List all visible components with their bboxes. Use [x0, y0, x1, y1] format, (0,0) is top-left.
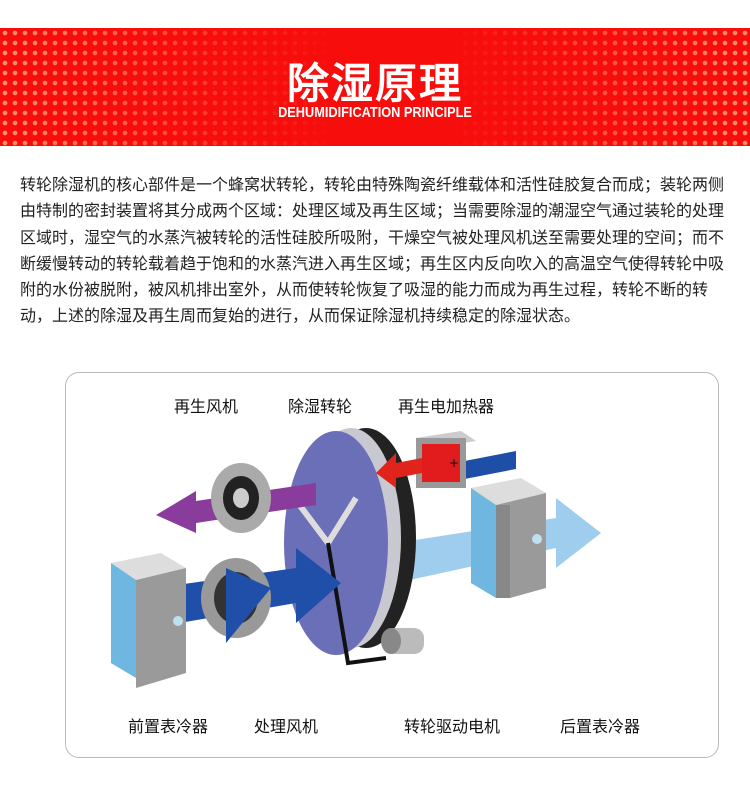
- label-pre-cooler: 前置表冷器: [128, 717, 209, 736]
- svg-text:+: +: [449, 456, 459, 470]
- dehumidifier-diagram: +: [111, 428, 601, 688]
- label-wheel-motor: 转轮驱动电机: [404, 717, 501, 736]
- page-title: 除湿原理: [286, 59, 463, 108]
- pre-cooler-icon: [111, 553, 186, 688]
- banner-dot-pattern: [0, 28, 750, 146]
- diagram-panel: + 再生风机 除湿转轮 再生电加热器: [65, 372, 719, 758]
- regen-heater-icon: +: [376, 431, 516, 488]
- page-subtitle: DEHUMIDIFICATION PRINCIPLE: [278, 104, 472, 121]
- description-text: 转轮除湿机的核心部件是一个蜂窝状转轮，转轮由特殊陶瓷纤维载体和活性硅胶复合而成；…: [20, 175, 725, 326]
- label-regen-fan: 再生风机: [174, 397, 239, 416]
- label-process-fan: 处理风机: [254, 717, 319, 736]
- label-desiccant-wheel: 除湿转轮: [288, 397, 353, 416]
- label-regen-heater: 再生电加热器: [398, 397, 495, 416]
- header-banner: 除湿原理 DEHUMIDIFICATION PRINCIPLE: [0, 28, 750, 146]
- regen-fan-icon: [211, 463, 271, 533]
- process-fan-icon: [201, 558, 271, 643]
- label-post-cooler: 后置表冷器: [560, 717, 641, 736]
- post-cooler-icon: [471, 478, 546, 598]
- wheel-motor-icon: [381, 628, 424, 654]
